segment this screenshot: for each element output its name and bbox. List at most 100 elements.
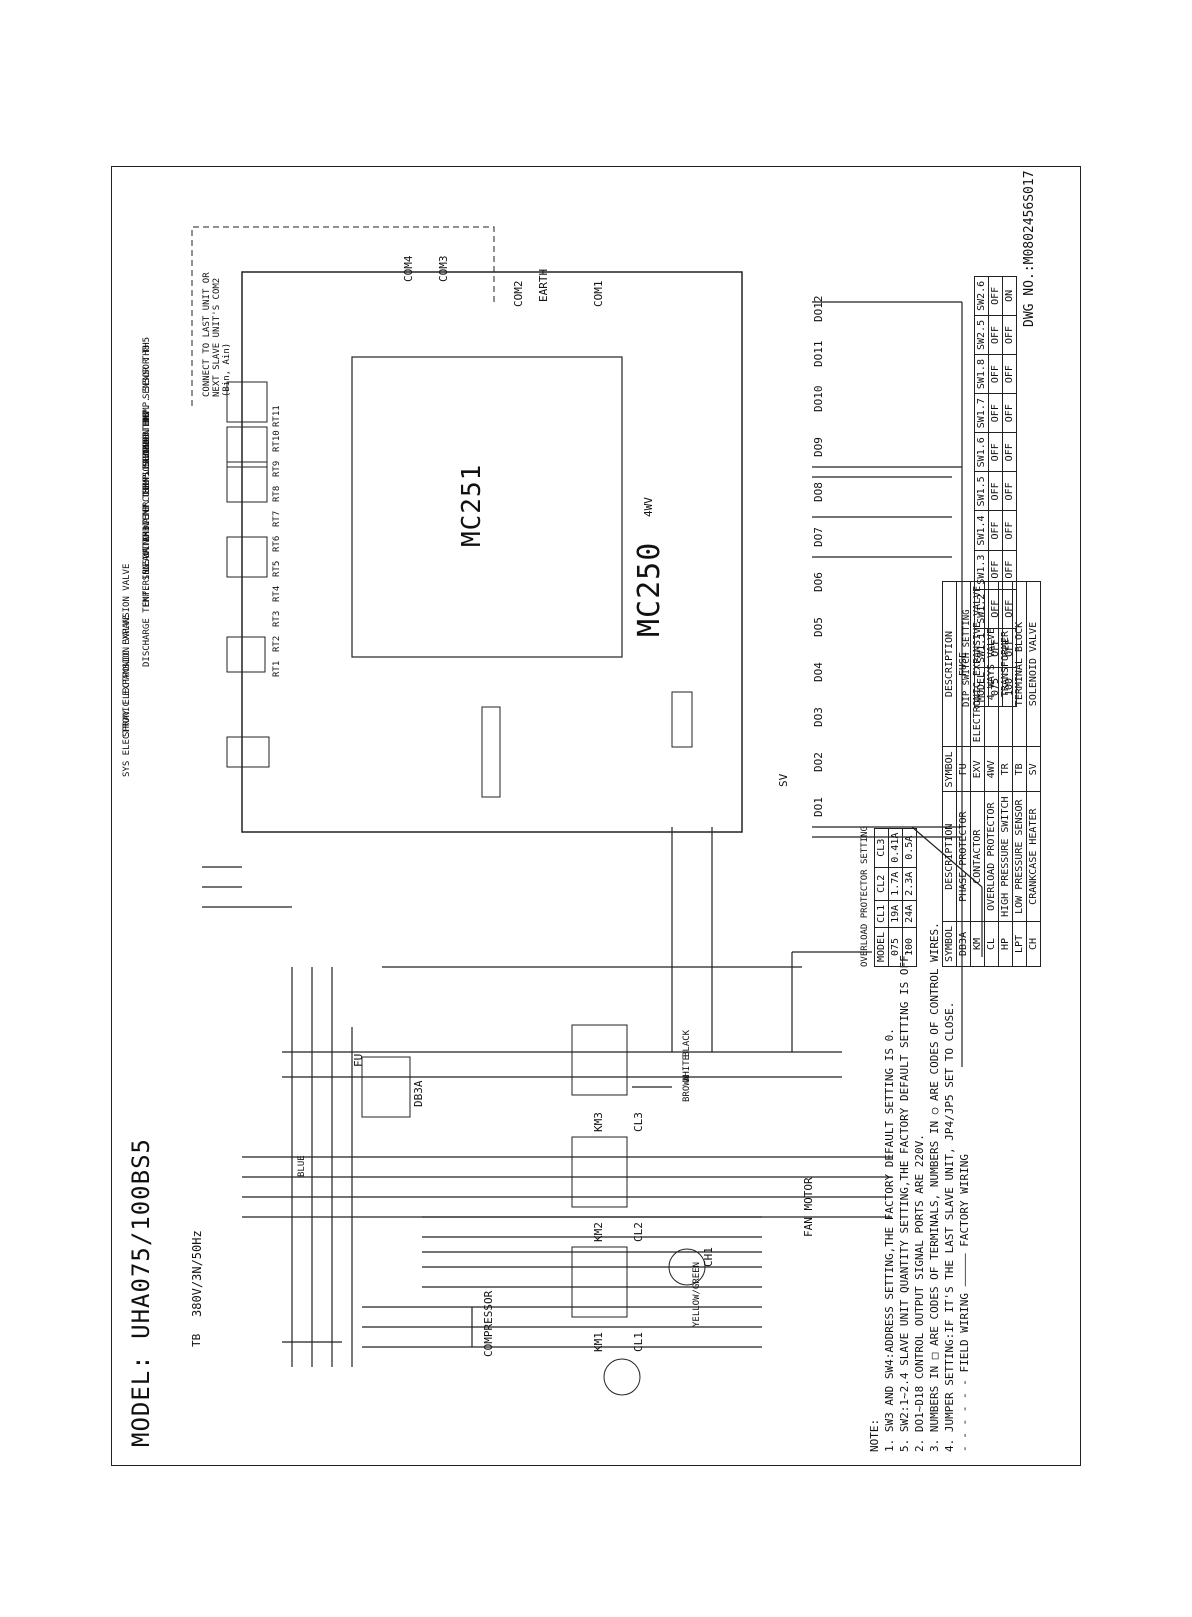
- do-output-label: DO12: [812, 295, 825, 323]
- symbol-cell: TB: [1012, 746, 1027, 792]
- cl1-label: CL1: [632, 1332, 645, 1352]
- dip-cell: OFF: [988, 510, 1003, 551]
- rt-label: RT7: [272, 510, 282, 527]
- symbol-cell: CH: [1026, 921, 1041, 967]
- symbol-cell: SYMBOL: [942, 921, 957, 967]
- do-output-label: DO8: [812, 482, 825, 502]
- drawing-sheet: MODEL: UHA075/100BS5 MC250 MC251 DWG NO.…: [111, 166, 1081, 1466]
- ch1-label: CH1: [702, 1247, 715, 1267]
- sv-label: SV: [777, 773, 790, 787]
- dip-cell: OFF: [988, 393, 1003, 433]
- db3a-label: DB3A: [412, 1080, 425, 1108]
- mc251-board: [351, 356, 623, 658]
- dip-cell: OFF: [988, 315, 1003, 355]
- wire-black: BLACK: [682, 1029, 692, 1057]
- dip-cell: OFF: [988, 471, 1003, 511]
- rt-label: RT5: [272, 560, 282, 577]
- fu-label: FU: [352, 1053, 365, 1067]
- dip-cell: SW1.7: [974, 393, 989, 433]
- mc250-board: [241, 271, 743, 833]
- symbol-cell: PHASE PROTECTOR: [956, 791, 971, 922]
- dip-cell: MODEL: [974, 667, 989, 707]
- compressor-label: COMPRESSOR: [482, 1290, 495, 1357]
- symbol-cell: HIGH PRESSURE SWITCH: [998, 791, 1013, 922]
- do-output-label: DO5: [812, 617, 825, 637]
- dip-cell: OFF: [1002, 471, 1017, 511]
- dip-cell: SW1.3: [974, 550, 989, 590]
- symbol-cell: CRANKCASE HEATER: [1026, 791, 1041, 922]
- wiring-diagram: [191, 226, 983, 1396]
- rt-label: RT3: [272, 610, 282, 627]
- dip-cell: 075: [988, 667, 1003, 707]
- sys-exv-label: SYS ELECTRONIC EXPANSION VALVE: [122, 614, 132, 777]
- com1-label: COM1: [592, 280, 605, 308]
- symbol-cell: 4WV: [984, 746, 999, 792]
- dip-cell: 100: [1002, 667, 1017, 707]
- symbol-cell: TR: [998, 746, 1013, 792]
- do-output-label: DO1: [812, 797, 825, 817]
- dip-cell: OFF: [1002, 589, 1017, 629]
- dip-cell: SW1.2: [974, 589, 989, 629]
- rt-label: RT1: [272, 660, 282, 677]
- cl3-label: CL3: [632, 1112, 645, 1132]
- rt-label: RT2: [272, 635, 282, 652]
- do-output-label: DO2: [812, 752, 825, 772]
- power-supply: 380V/3N/50Hz: [190, 1230, 204, 1317]
- symbol-cell: SYMBOL: [942, 746, 957, 792]
- note-line: 1. SW3 AND SW4:ADDRESS SETTING,THE FACTO…: [883, 1028, 896, 1452]
- symbol-cell: CL: [984, 921, 999, 967]
- symbol-cell: LPT: [1012, 921, 1027, 967]
- note-line: 3. NUMBERS IN □ ARE CODES OF TERMINALS, …: [928, 922, 941, 1452]
- do-output-label: DO4: [812, 662, 825, 682]
- dip-cell: OFF: [988, 354, 1003, 394]
- dip-cell: SW1.6: [974, 432, 989, 472]
- do-output-label: DO6: [812, 572, 825, 592]
- do-output-label: DO10: [812, 385, 825, 413]
- rt-label: RT11: [272, 405, 282, 427]
- wire-brown: BROWN: [682, 1074, 692, 1102]
- wire-blue: BLUE: [297, 1155, 307, 1177]
- do-output-label: DO3: [812, 707, 825, 727]
- dip-cell: OFF: [1002, 510, 1017, 551]
- dip-cell: OFF: [988, 589, 1003, 629]
- model-title: MODEL: UHA075/100BS5: [127, 1138, 155, 1447]
- symbol-cell: OVERLOAD PROTECTOR: [984, 791, 999, 922]
- dip-cell: OFF: [988, 276, 1003, 316]
- dip-cell: OFF: [1002, 354, 1017, 394]
- overload-cell: 0.5A: [902, 828, 917, 868]
- note-line: 5. SW2:1~2.4 SLAVE UNIT QUANTITY SETTING…: [898, 948, 911, 1452]
- overload-cell: 19A: [888, 900, 903, 928]
- earth-label: EARTH: [537, 268, 550, 302]
- dip-cell: SW2.6: [974, 276, 989, 316]
- sensor-th1: DISCHARGE TEMP. SENSOR TH1: [142, 526, 152, 667]
- overload-cell: 2.3A: [902, 867, 917, 901]
- overload-cell: 075: [888, 927, 903, 967]
- symbol-cell: DESCRIPTION: [942, 791, 957, 922]
- 4wv-label: 4WV: [642, 497, 655, 517]
- overload-cell: CL2: [874, 867, 889, 901]
- overload-cell: 100: [902, 927, 917, 967]
- overload-title: OVERLOAD PROTECTOR SETTING: [860, 826, 870, 967]
- dip-cell: OFF: [988, 432, 1003, 472]
- dip-cell: OFF: [1002, 315, 1017, 355]
- com2-label: COM2: [512, 280, 525, 308]
- symbol-cell: LOW PRESSURE SENSOR: [1012, 791, 1027, 922]
- symbol-cell: SOLENOID VALVE: [1026, 581, 1041, 747]
- symbol-cell: DB3A: [956, 921, 971, 967]
- note-line: 4. JUMPER SETTING:IF IT'S THE LAST SLAVE…: [943, 1001, 956, 1452]
- dip-cell: SW1.4: [974, 510, 989, 551]
- mc251-label: MC251: [457, 463, 487, 547]
- dip-cell: OFF: [1002, 432, 1017, 472]
- dip-cell: OFF: [988, 550, 1003, 590]
- rt-label: RT9: [272, 460, 282, 477]
- note-line: - - - - - - FIELD WIRING ————— FACTORY W…: [958, 1153, 971, 1452]
- com3-label: COM3: [437, 255, 450, 283]
